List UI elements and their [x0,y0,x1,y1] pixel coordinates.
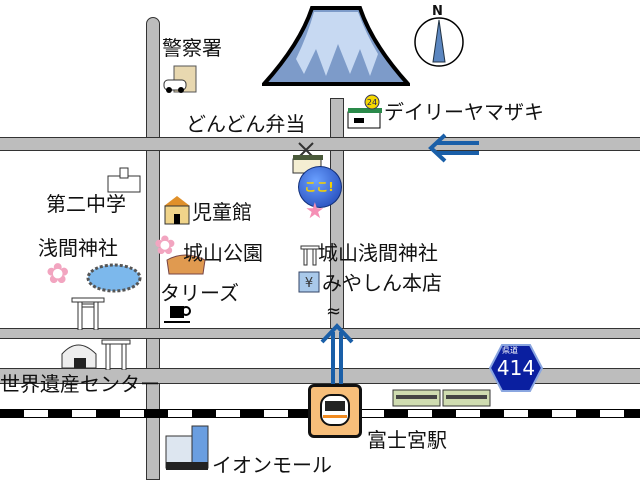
childrens-hall-icon [164,196,190,225]
castle-park-icon [166,254,206,275]
label-heritage-center: 世界遺産センター [0,372,160,396]
police-station-icon [163,65,197,93]
bank-icon: ¥ [298,271,320,293]
mount-fuji-icon [262,6,410,86]
route-shield-icon [488,344,544,392]
shrine-gate-small-icon [300,245,320,266]
intersection [331,329,343,338]
intersection [331,138,343,150]
here-marker [298,166,342,208]
label-shiroyama-shrine: 城山浅間神社 [318,241,438,265]
here-marker-label: ここ! [304,180,334,194]
compass-icon [414,17,464,67]
train-icon [392,389,491,407]
road-top-horizontal [0,137,640,151]
intersection [147,369,159,383]
station-icon [308,384,362,438]
route-shield-number: 414 [496,356,536,380]
road-mid-horizontal [0,328,640,339]
label-police: 警察署 [162,36,222,60]
convenience-badge: 24 [367,98,377,107]
label-tullys: タリーズ [160,281,239,305]
school-icon [107,167,141,193]
coffee-cup-icon [164,306,191,323]
compass-north-label: N [432,4,443,19]
label-aeon: イオンモール [212,453,332,477]
road-lower-horizontal [0,368,640,384]
label-miyashin: みやしん本店 [322,271,442,295]
cherry-blossom-icon: ✿ [154,231,176,261]
label-shiroyama-park: 城山公園 [183,241,263,265]
pink-star-icon: ★ [305,199,325,224]
svg-text:¥: ¥ [305,276,313,291]
label-sengen-shrine: 浅間神社 [38,236,118,260]
label-station: 富士宮駅 [367,428,447,452]
pond-icon [86,263,142,293]
heritage-center-icon [61,339,131,370]
intersection [147,329,159,338]
intersection [147,138,159,150]
route-shield-prefix: 県道 [502,346,518,355]
label-daily-yamazaki: デイリーヤマザキ [384,100,544,124]
road-break-symbol: ≈ [326,301,342,322]
label-bento: どんどん弁当 [186,112,306,136]
label-childrens-hall: 児童館 [192,200,252,224]
label-school: 第二中学 [46,192,126,216]
convenience-store-icon: 24 [347,94,382,129]
torii-gate-icon [71,297,105,330]
shopping-mall-icon [165,425,209,470]
direction-arrow-left-icon [428,133,479,163]
cherry-blossom-icon: ✿ [46,257,70,290]
